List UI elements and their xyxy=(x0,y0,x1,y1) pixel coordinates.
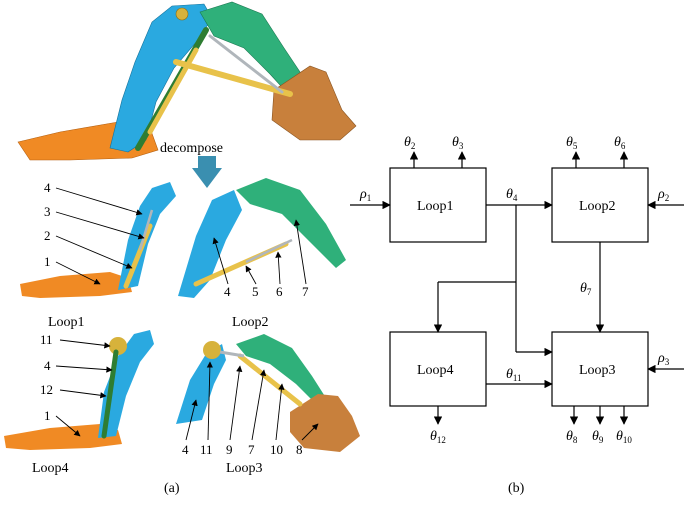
loop2-part-label: 5 xyxy=(252,284,259,299)
boom-shape xyxy=(109,3,213,153)
loop3-part-label: 10 xyxy=(270,442,283,457)
loop4-base xyxy=(4,424,122,450)
loop4-part-label: 4 xyxy=(44,358,51,373)
loop3-arm xyxy=(236,334,326,404)
theta6-label: θ6 xyxy=(614,135,626,151)
rho1-label: ρ1 xyxy=(359,187,371,203)
loop3-rod xyxy=(219,350,245,358)
loop3-box-label: Loop3 xyxy=(579,363,616,378)
loop1-rod xyxy=(138,209,154,251)
rho3-label: ρ3 xyxy=(657,351,670,367)
loop2-boom xyxy=(178,190,242,298)
loop1-box xyxy=(389,167,487,243)
loop3-bucket xyxy=(290,394,360,452)
caption-b: (b) xyxy=(508,481,525,496)
part-b-block-diagram: Loop1 Loop2 Loop4 Loop3 ρ1 θ2 θ3 θ4 θ5 θ… xyxy=(350,135,684,496)
loop3-callouts: 4 11 9 7 10 8 xyxy=(182,361,319,457)
loop3-title: Loop3 xyxy=(226,461,263,476)
loop2-arm xyxy=(236,178,346,268)
loop4-part-label: 11 xyxy=(40,332,53,347)
rho2-label: ρ2 xyxy=(657,187,669,203)
loop4-part-label: 12 xyxy=(40,382,53,397)
loop2-part-label: 6 xyxy=(276,284,283,299)
bucket-shape xyxy=(271,65,357,141)
theta8-label: θ8 xyxy=(566,429,578,445)
loop4-link xyxy=(109,337,127,355)
loop3-boom xyxy=(176,344,226,424)
theta2-label: θ2 xyxy=(404,135,415,151)
loop2-title: Loop2 xyxy=(232,315,269,330)
loop1-title: Loop1 xyxy=(48,315,85,330)
loop3-cylinder xyxy=(237,353,303,407)
loop4-title: Loop4 xyxy=(32,461,69,476)
loop4-boom xyxy=(98,330,154,438)
loop2-part-label: 7 xyxy=(302,284,309,299)
loop2-callouts: 4 5 6 7 xyxy=(212,219,309,299)
decompose-arrow-icon xyxy=(192,156,222,188)
loop1-callouts: 4 3 2 1 xyxy=(44,180,145,285)
loop4-box xyxy=(389,331,487,407)
loop1-part-label: 3 xyxy=(44,204,51,219)
loop2-part-label: 4 xyxy=(224,284,231,299)
loop3-link xyxy=(203,341,221,359)
theta3-label: θ3 xyxy=(452,135,464,151)
loop3-part-label: 8 xyxy=(296,442,303,457)
caption-a: (a) xyxy=(164,481,180,496)
theta10-label: θ10 xyxy=(616,429,632,445)
bucket-link xyxy=(208,34,284,94)
loop3-part-label: 4 xyxy=(182,442,189,457)
loop4-part-label: 1 xyxy=(44,408,51,423)
excavator-assembly xyxy=(17,1,357,161)
theta11-label: θ11 xyxy=(506,367,522,383)
loop1-part-label: 2 xyxy=(44,228,51,243)
loop1-box-label: Loop1 xyxy=(417,199,454,214)
loop4-callouts: 11 4 12 1 xyxy=(40,332,113,437)
loop3-part-label: 7 xyxy=(248,442,255,457)
loop1-part-label: 1 xyxy=(44,254,51,269)
arm-cylinder xyxy=(173,59,293,97)
part-a-illustration: decompose 4 3 2 1 Loop1 4 xyxy=(4,1,360,496)
decompose-label: decompose xyxy=(160,141,223,156)
theta7-label: θ7 xyxy=(580,281,592,297)
loop1-cylinder xyxy=(123,223,153,289)
loop3-box xyxy=(551,331,649,407)
loop3-assembly xyxy=(176,334,360,452)
theta5-label: θ5 xyxy=(566,135,578,151)
loop1-base xyxy=(20,272,132,298)
loop4-box-label: Loop4 xyxy=(417,363,454,378)
loop4-assembly xyxy=(4,330,154,450)
loop2-assembly xyxy=(178,178,346,298)
loop1-part-label: 4 xyxy=(44,180,51,195)
loop3-part-label: 9 xyxy=(226,442,233,457)
loop3-part-label: 11 xyxy=(200,442,213,457)
theta12-label: θ12 xyxy=(430,429,446,445)
theta9-label: θ9 xyxy=(592,429,604,445)
theta4-label: θ4 xyxy=(506,187,518,203)
loop2-rod xyxy=(245,238,293,264)
loop4-rod xyxy=(101,349,119,439)
pin xyxy=(175,7,189,21)
loop2-box-label: Loop2 xyxy=(579,199,616,214)
